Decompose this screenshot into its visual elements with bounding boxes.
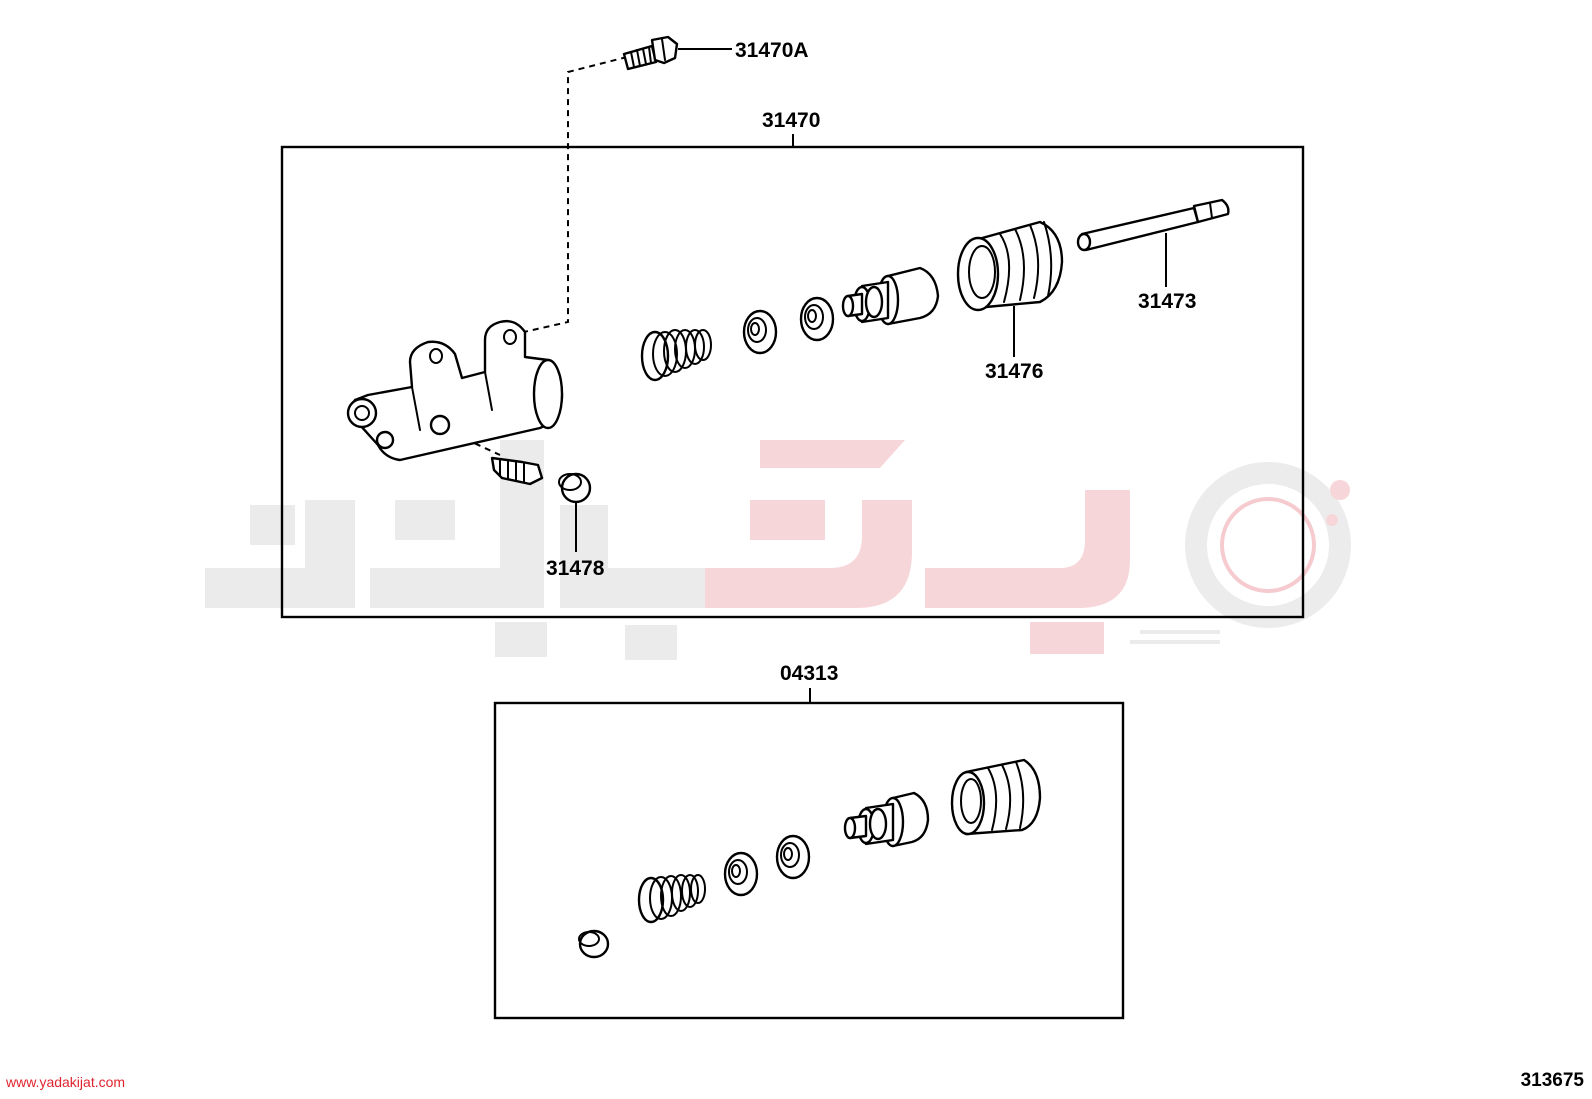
kit-spring[interactable] (637, 874, 706, 924)
spring[interactable] (640, 329, 712, 382)
bolt-31470A[interactable] (622, 35, 679, 71)
label-31470[interactable]: 31470 (762, 109, 820, 132)
label-31470A[interactable]: 31470A (735, 39, 809, 62)
push-rod-31473[interactable] (1076, 198, 1230, 252)
boot-31476[interactable] (956, 220, 1064, 312)
label-04313[interactable]: 04313 (780, 662, 838, 685)
bleeder-plug[interactable] (490, 456, 544, 486)
kit-piston[interactable] (843, 791, 930, 848)
site-url[interactable]: www.yadakijat.com (6, 1074, 126, 1090)
piston-cup-1[interactable] (742, 309, 778, 355)
piston-cup-2[interactable] (799, 296, 835, 342)
label-31473[interactable]: 31473 (1138, 290, 1196, 313)
kit-boot[interactable] (950, 758, 1042, 836)
label-31478[interactable]: 31478 (546, 557, 605, 580)
kit-cup-1[interactable] (723, 851, 759, 897)
release-cylinder-body[interactable] (346, 319, 564, 462)
watermark-logo (205, 440, 1351, 660)
bolt-dashed-line (514, 56, 628, 335)
kit-cup-2[interactable] (775, 834, 811, 880)
piston[interactable] (841, 266, 940, 326)
bleeder-cap-31478[interactable] (558, 472, 592, 504)
kit-cap[interactable] (578, 929, 610, 959)
label-31476[interactable]: 31476 (985, 360, 1043, 383)
diagram-number: 313675 (1520, 1070, 1584, 1091)
